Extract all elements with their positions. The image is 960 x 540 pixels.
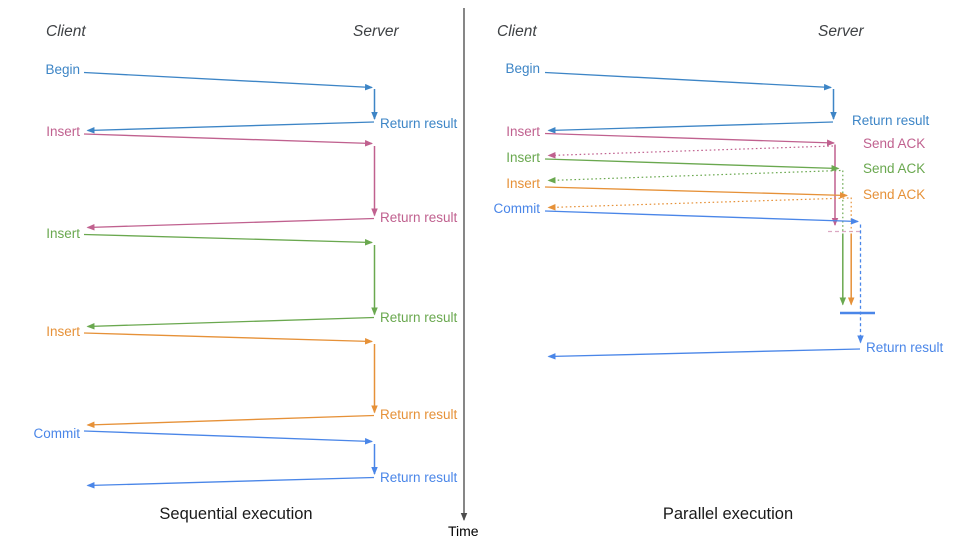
left-insert1-response-label: Return result — [380, 210, 458, 225]
right-insert1-ack-label: Send ACK — [863, 136, 926, 151]
left-begin-request-label: Begin — [45, 62, 80, 77]
right-begin-request-label: Begin — [505, 61, 540, 76]
left-commit-response-arrow — [86, 476, 375, 489]
left-begin-response-label: Return result — [380, 116, 458, 131]
left-begin-exchange — [83, 71, 378, 134]
right-server-header: Server — [818, 23, 864, 40]
right-client-header: Client — [497, 23, 537, 40]
left-begin-response-arrow — [86, 121, 375, 134]
left-insert2-request-label: Insert — [46, 226, 80, 241]
right-begin-request-arrow — [544, 71, 832, 91]
right-commit-request-label: Commit — [493, 201, 541, 216]
right-commit-exchange — [544, 210, 875, 360]
right-insert3-request-label: Insert — [506, 176, 540, 191]
left-insert2-exchange — [83, 233, 378, 330]
left-insert3-response-arrow — [86, 414, 375, 429]
left-insert2-request-arrow — [83, 233, 373, 246]
right-panel-title: Parallel execution — [662, 505, 794, 523]
left-commit-response-label: Return result — [380, 470, 458, 485]
right-insert1-request-label: Insert — [506, 124, 540, 139]
left-insert3-response-label: Return result — [380, 407, 458, 422]
left-commit-request-arrow — [83, 430, 373, 445]
time-axis-label: Time — [448, 523, 479, 539]
right-final-response-arrow — [547, 348, 861, 360]
right-insert2-request-label: Insert — [506, 150, 540, 165]
left-insert3-exchange — [83, 332, 378, 429]
left-insert1-request-arrow — [83, 133, 373, 147]
right-insert2-request-arrow — [544, 158, 840, 172]
left-insert1-response-arrow — [86, 217, 375, 231]
left-commit-exchange — [83, 430, 378, 489]
right-insert3-ack-label: Send ACK — [863, 187, 926, 202]
left-insert1-request-label: Insert — [46, 124, 80, 139]
right-commit-request-arrow — [544, 210, 859, 225]
right-insert3-exchange — [544, 186, 855, 306]
left-begin-request-arrow — [83, 71, 373, 91]
right-insert3-request-arrow — [544, 186, 848, 199]
right-final-response-label: Return result — [866, 340, 944, 355]
left-insert3-request-arrow — [83, 332, 373, 345]
right-insert3-ack-arrow — [547, 197, 849, 211]
left-insert1-exchange — [83, 133, 378, 231]
right-insert1-request-arrow — [544, 132, 835, 147]
left-panel-title: Sequential execution — [159, 505, 313, 523]
right-insert2-ack-arrow — [547, 169, 841, 184]
left-commit-request-label: Commit — [33, 426, 81, 441]
right-insert2-exchange — [544, 158, 847, 306]
right-begin-exchange — [544, 71, 837, 134]
right-begin-response-arrow — [547, 121, 834, 134]
left-insert2-response-arrow — [86, 316, 375, 330]
right-begin-response-label: Return result — [852, 113, 930, 128]
left-insert3-request-label: Insert — [46, 324, 80, 339]
left-server-header: Server — [353, 23, 399, 40]
right-insert2-ack-label: Send ACK — [863, 161, 926, 176]
right-insert1-exchange — [544, 132, 862, 233]
right-insert1-ack-arrow — [547, 145, 834, 159]
left-insert2-response-label: Return result — [380, 310, 458, 325]
left-client-header: Client — [46, 23, 86, 40]
